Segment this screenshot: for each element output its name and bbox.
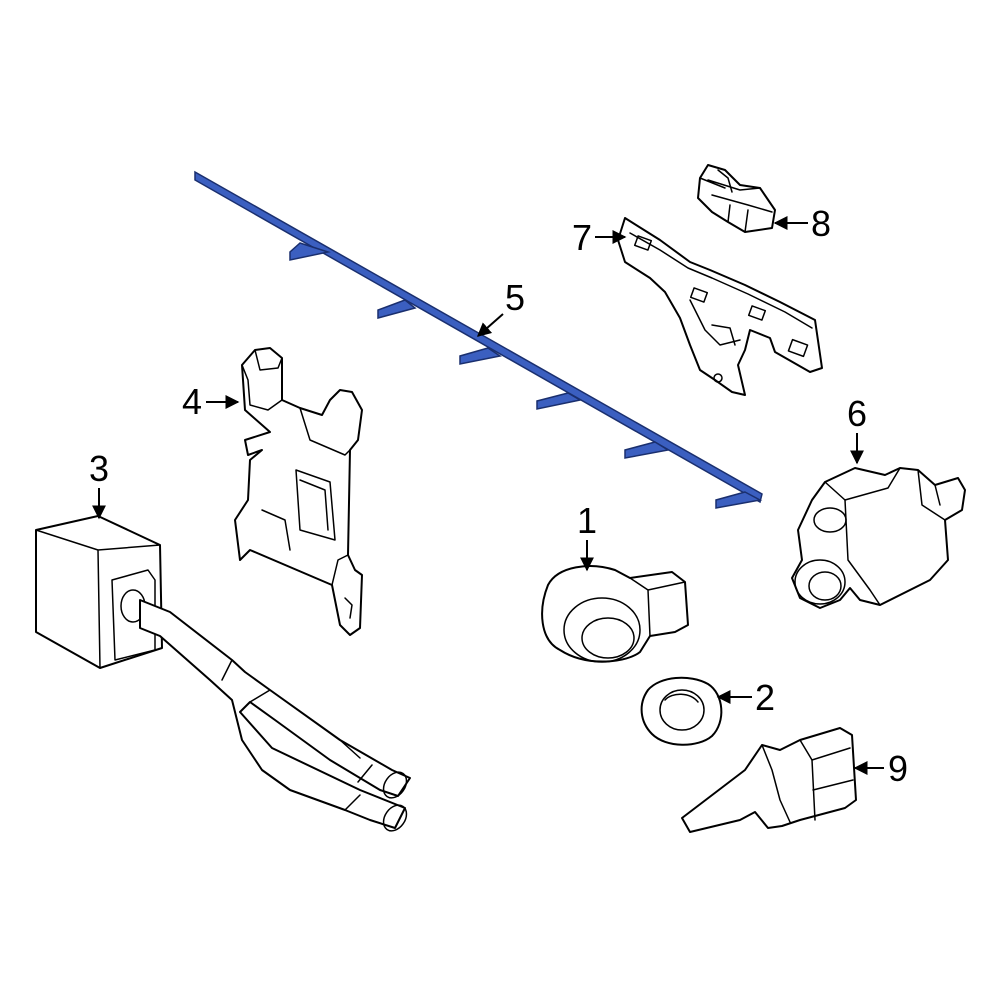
harness-main-strip (194, 170, 763, 504)
part-8-clip[interactable] (697, 164, 776, 233)
part-2-grommet[interactable] (640, 676, 723, 746)
part-1-sensor[interactable] (541, 565, 689, 663)
part-6-sensor-unit[interactable] (791, 467, 966, 609)
harness-branch (536, 392, 583, 410)
part-3-module[interactable] (35, 515, 411, 835)
callout-label-1: 1 (577, 500, 597, 541)
harness-branch (289, 242, 331, 261)
callout-label-9: 9 (888, 748, 908, 789)
callout-labels: 1 2 3 4 5 6 7 8 9 (89, 203, 908, 789)
callout-label-6: 6 (847, 393, 867, 434)
leader-5 (476, 313, 504, 337)
callout-label-4: 4 (182, 381, 202, 422)
callout-leaders (92, 216, 884, 775)
callout-label-3: 3 (89, 448, 109, 489)
harness-branch (459, 347, 502, 365)
harness-branch (715, 491, 763, 509)
part-9-nozzle[interactable] (681, 727, 857, 833)
callout-label-8: 8 (811, 203, 831, 244)
part-7-bracket[interactable] (617, 217, 823, 396)
callout-label-7: 7 (572, 217, 592, 258)
harness-branch (624, 441, 671, 459)
callout-label-2: 2 (755, 677, 775, 718)
callout-label-5: 5 (505, 277, 525, 318)
harness-branch (377, 299, 417, 319)
part-5-wiring-harness[interactable] (194, 170, 763, 509)
part-4-sensor-holder[interactable] (234, 347, 363, 636)
